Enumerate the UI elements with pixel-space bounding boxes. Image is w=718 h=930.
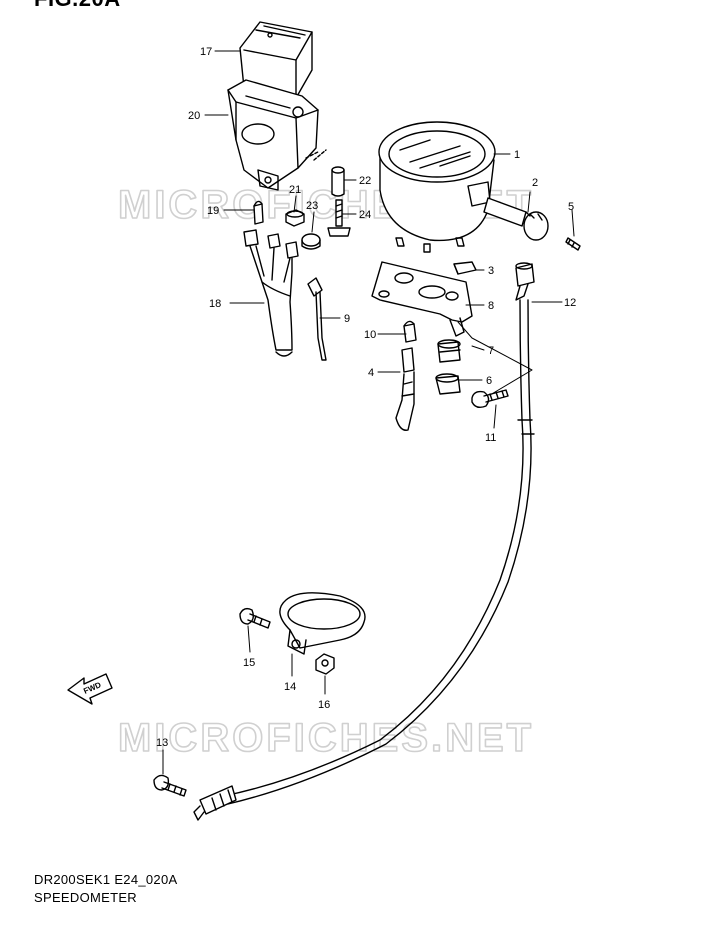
part-8-bracket (371, 261, 473, 337)
part-18-harness (243, 229, 299, 357)
callout-17: 17 (200, 46, 212, 58)
callout-24: 24 (359, 209, 371, 221)
part-15-bolt (239, 607, 271, 629)
leader-lines (162, 50, 575, 775)
part-22-spacer (331, 166, 345, 197)
callout-23: 23 (306, 200, 318, 212)
part-3-rubber (453, 261, 477, 275)
part-5-screw (565, 237, 581, 251)
watermark-bottom: MICROFICHES.NET (118, 716, 534, 760)
part-23-cap (301, 233, 321, 250)
part-12-cable (193, 262, 535, 821)
callout-12: 12 (564, 297, 576, 309)
part-21-grommet (285, 209, 305, 227)
callout-13: 13 (156, 737, 168, 749)
part-4-socket (395, 347, 415, 431)
callout-20: 20 (188, 110, 200, 122)
diagram-name: SPEEDOMETER (34, 890, 137, 905)
callout-9: 9 (344, 313, 350, 325)
callout-5: 5 (568, 201, 574, 213)
part-1-speedometer (378, 121, 496, 253)
callout-11: 11 (485, 432, 496, 444)
part-11-bolt (471, 389, 509, 409)
part-14-clamp (279, 592, 366, 655)
callout-16: 16 (318, 699, 330, 711)
callout-10: 10 (364, 329, 376, 341)
callout-6: 6 (486, 375, 492, 387)
part-7-grommet (437, 339, 461, 363)
part-19-bulb (253, 200, 264, 225)
callout-3: 3 (488, 265, 494, 277)
part-16-nut (315, 653, 335, 675)
callout-15: 15 (243, 657, 255, 669)
diagram-code: DR200SEK1 E24_020A (34, 872, 178, 887)
callout-21: 21 (289, 184, 301, 196)
fwd-arrow (67, 673, 113, 705)
callout-4: 4 (368, 367, 374, 379)
part-24-bolt (327, 199, 351, 237)
callout-19: 19 (207, 205, 219, 217)
callout-7: 7 (488, 345, 494, 357)
callout-labels: 17 20 1 2 21 22 5 19 23 24 3 18 8 12 9 1… (156, 46, 576, 749)
callout-8: 8 (488, 300, 494, 312)
callout-22: 22 (359, 175, 371, 187)
callout-2: 2 (532, 177, 538, 189)
callout-14: 14 (284, 681, 296, 693)
figure-title: FIG.20A (34, 0, 121, 12)
part-20-housing (227, 79, 319, 191)
part-2-knob (483, 197, 549, 241)
part-9-tie (307, 277, 327, 361)
part-17-cover (239, 21, 313, 99)
part-13-screw (153, 774, 187, 797)
callout-18: 18 (209, 298, 221, 310)
part-6-collar (435, 373, 461, 395)
callout-1: 1 (514, 149, 520, 161)
part-10-bulb (403, 320, 417, 343)
